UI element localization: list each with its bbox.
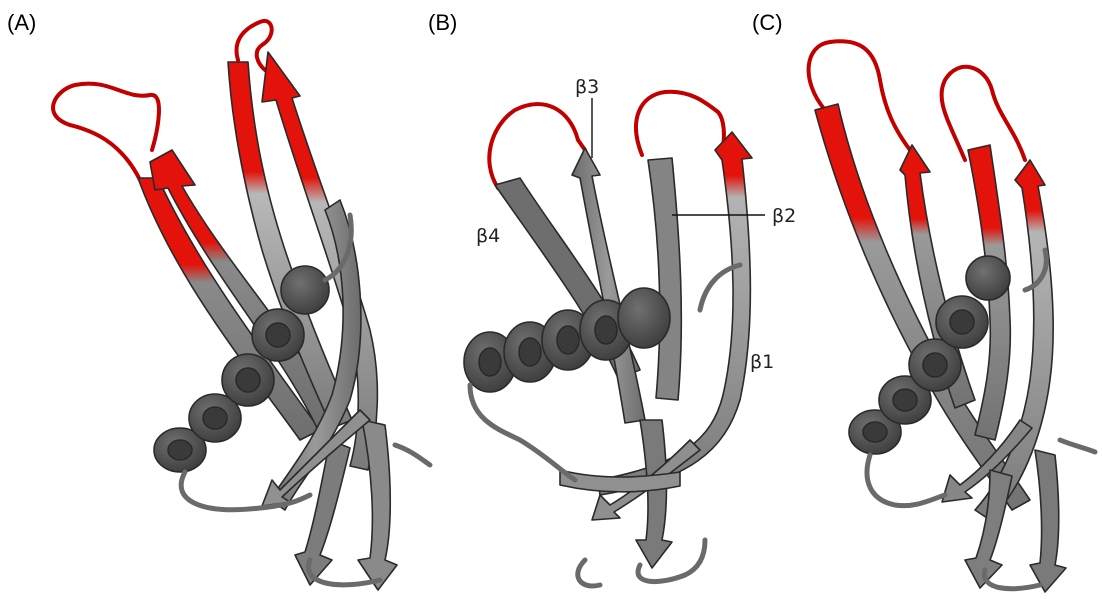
highlight-loop [53,84,159,180]
alpha-helix [464,288,670,392]
panel-a: (A) [7,10,430,590]
strand-label-b2: β2 [772,205,796,227]
highlight-loop [636,92,724,155]
beta-strand-b2 [648,158,681,400]
panel-c: (C) [752,10,1095,592]
coil [867,455,945,506]
strand-label-b1: β1 [750,351,774,373]
panel-label-a: (A) [7,10,36,35]
strand-label-b4: β4 [476,225,500,247]
beta-strand [1030,450,1066,592]
coil [470,385,575,480]
coil [1060,440,1095,452]
strand-label-b3: β3 [575,76,599,98]
coil [578,560,600,586]
highlight-loop [489,104,585,188]
coil [395,445,430,465]
panel-b: (B) β3 [428,10,796,586]
panel-label-b: (B) [428,10,457,35]
panel-label-c: (C) [752,10,783,35]
